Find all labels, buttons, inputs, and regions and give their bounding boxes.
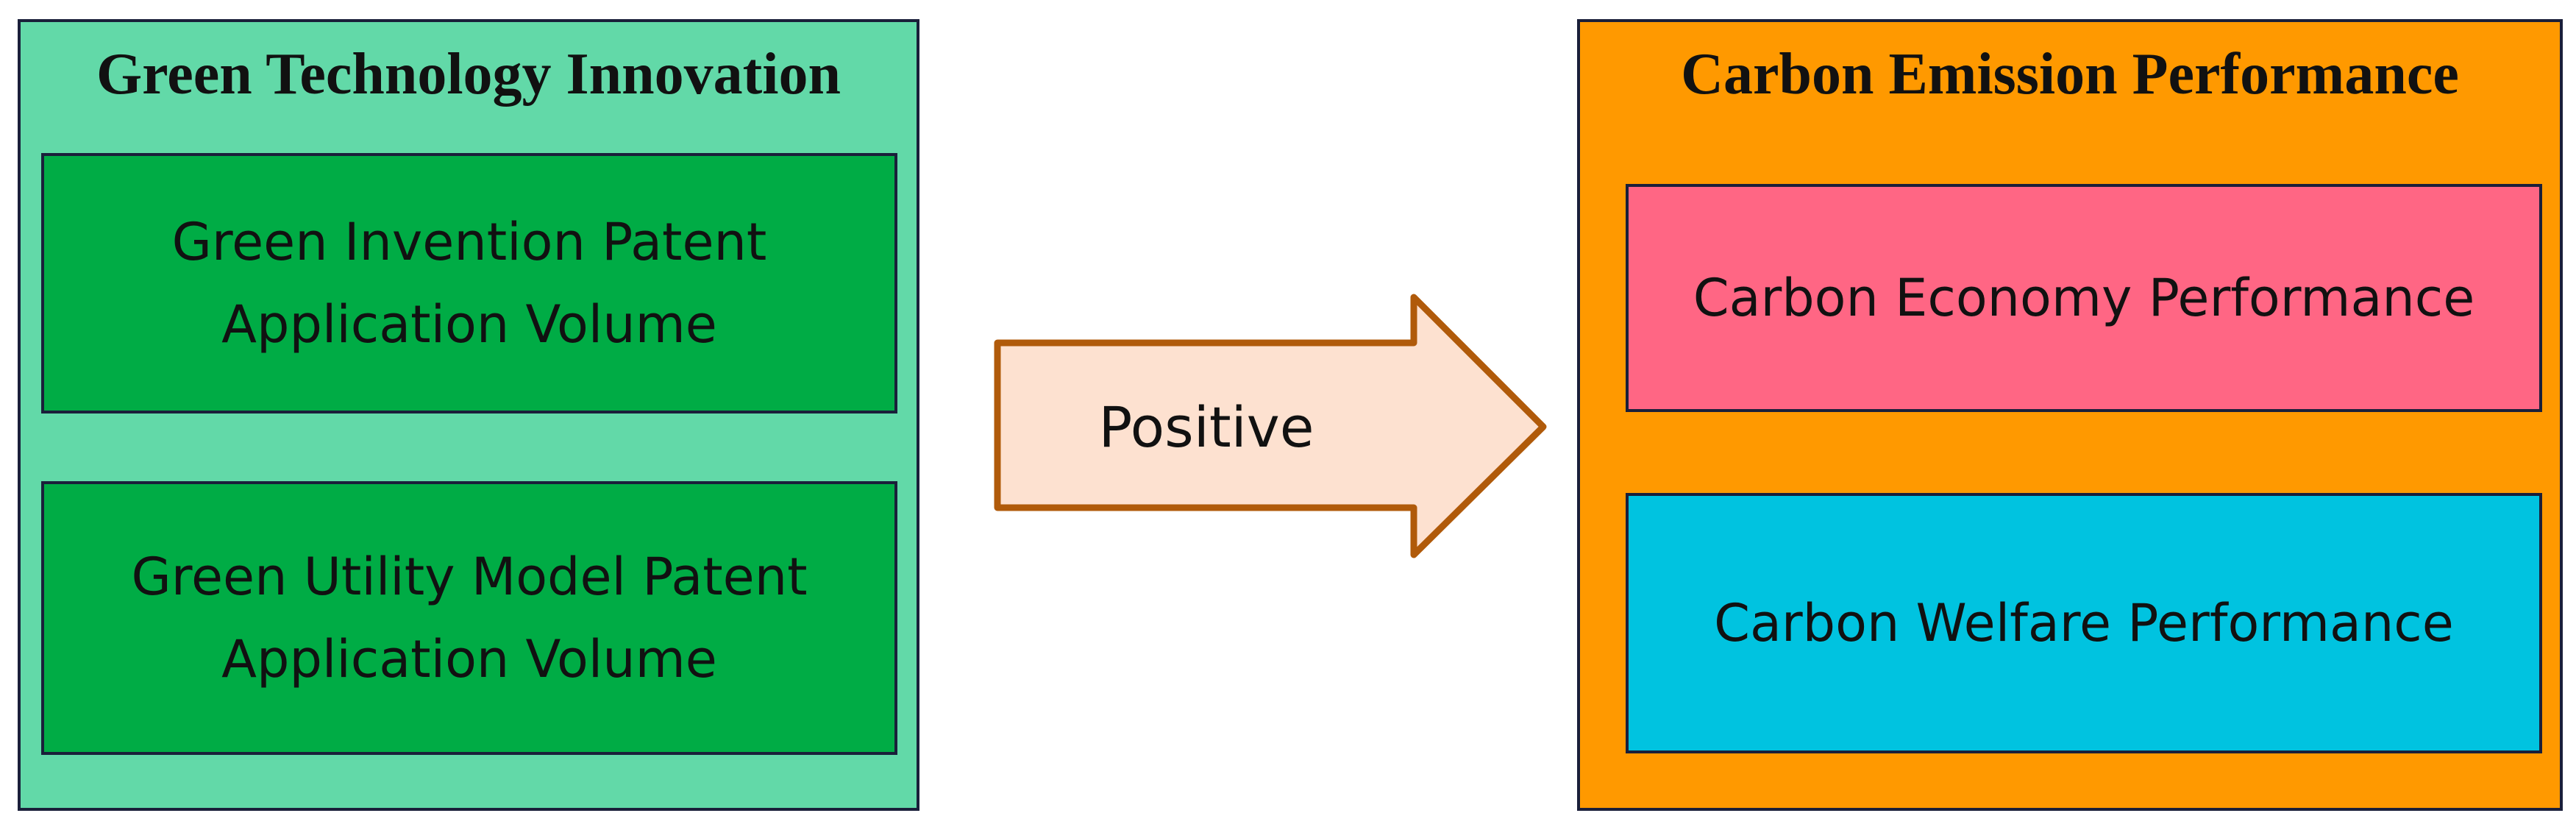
positive-effect-arrow: Positive: [986, 287, 1559, 567]
green-utility-model-patent-label-line2: Application Volume: [221, 629, 717, 689]
green-invention-patent-label-line1: Green Invention Patent: [171, 212, 767, 272]
arrow-polygon: [994, 294, 1547, 558]
positive-label: Positive: [1098, 394, 1314, 460]
green-utility-model-patent-label-line1: Green Utility Model Patent: [131, 547, 808, 607]
arrow-shape: [994, 294, 1547, 558]
green-invention-patent-label-line2: Application Volume: [221, 294, 717, 355]
green-utility-model-patent-box: Green Utility Model Patent Application V…: [41, 481, 897, 755]
carbon-economy-performance-box: Carbon Economy Performance: [1626, 184, 2542, 412]
carbon-emission-performance-title: Carbon Emission Performance: [1681, 42, 2459, 107]
green-technology-innovation-title: Green Technology Innovation: [96, 42, 842, 107]
green-invention-patent-box: Green Invention Patent Application Volum…: [41, 153, 897, 414]
green-technology-innovation-group: Green Technology Innovation Green Invent…: [18, 19, 919, 811]
carbon-emission-performance-group: Carbon Emission Performance Carbon Econo…: [1577, 19, 2563, 811]
carbon-welfare-performance-box: Carbon Welfare Performance: [1626, 493, 2542, 753]
carbon-welfare-performance-label: Carbon Welfare Performance: [1714, 593, 2454, 653]
carbon-economy-performance-label: Carbon Economy Performance: [1693, 268, 2475, 328]
